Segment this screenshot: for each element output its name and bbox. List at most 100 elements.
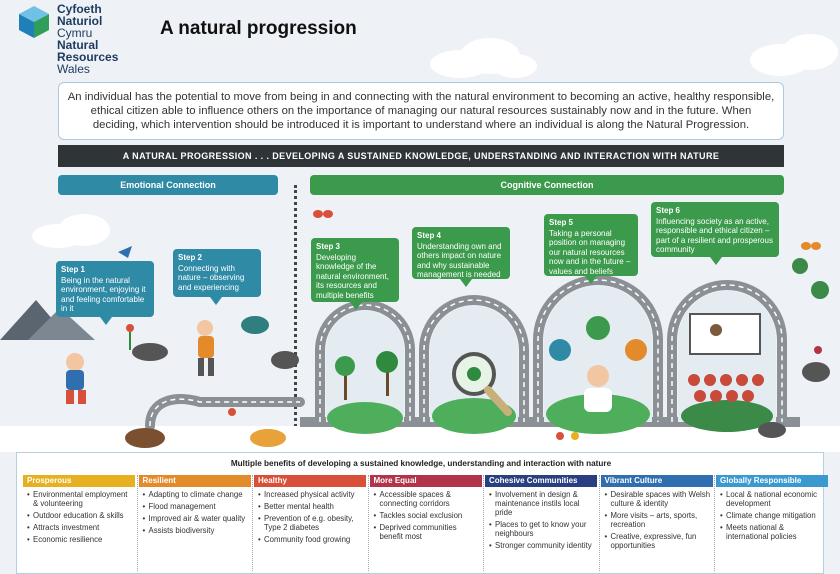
column-separator [483,475,484,571]
benefit-heading: More Equal [369,475,482,487]
benefit-heading: Prosperous [23,475,135,487]
step-3-callout: Step 3 Developing knowledge of the natur… [311,238,399,302]
benefit-item: Desirable spaces with Welsh culture & id… [605,490,711,508]
step-text: Being in the natural environment, enjoyi… [61,275,146,314]
logo [16,4,52,40]
benefits-title: Multiple benefits of developing a sustai… [230,459,612,468]
step-title: Step 6 [656,206,681,215]
progression-scene [0,210,840,452]
benefit-heading: Globally Responsible [716,475,828,487]
benefit-item: Environmental employment & volunteering [27,490,133,508]
benefit-item: Creative, expressive, fun opportunities [605,532,711,550]
phase-divider [294,185,297,450]
benefit-item: Better mental health [258,502,364,511]
benefit-item: Deprived communities benefit most [374,523,480,541]
benefit-list: Desirable spaces with Welsh culture & id… [601,487,713,550]
column-separator [252,475,253,571]
flower-icon [126,324,822,440]
benefit-column-healthy: HealthyIncreased physical activityBetter… [254,475,366,573]
child-icon [197,320,214,376]
cognitive-connection-label: Cognitive Connection [310,175,784,195]
callout-tail [585,276,597,284]
step-2-callout: Step 2 Connecting with nature – observin… [173,249,261,297]
logo-line: Wales [57,62,90,76]
step-text: Developing knowledge of the natural envi… [316,252,389,300]
benefit-list: Involvement in design & maintenance inst… [485,487,597,550]
benefit-item: Flood management [143,502,249,511]
column-separator [714,475,715,571]
benefits-panel: Multiple benefits of developing a sustai… [16,452,828,574]
benefit-column-more-equal: More EqualAccessible spaces & connecting… [369,475,482,573]
step-title: Step 2 [178,253,203,262]
step-text: Connecting with nature – observing and e… [178,263,245,292]
benefit-item: Attracts investment [27,523,133,532]
tree-icon [335,351,398,400]
benefit-heading: Healthy [254,475,366,487]
cloud-icon [430,38,537,78]
benefit-list: Increased physical activityBetter mental… [254,487,366,544]
logo-line: Naturiol [57,14,103,28]
benefit-item: Places to get to know your neighbours [489,520,595,538]
step-title: Step 4 [417,231,442,240]
step-text: Taking a personal position on managing o… [549,228,631,276]
page-title: A natural progression [160,18,357,39]
cloud-icon [32,214,110,248]
benefit-heading: Resilient [138,475,251,487]
person-icon [587,365,609,387]
butterfly-icon [313,210,821,250]
step-1-callout: Step 1 Being in the natural environment,… [56,261,154,317]
benefit-item: Involvement in design & maintenance inst… [489,490,595,517]
logo-line: Cymru [57,26,93,40]
step-title: Step 5 [549,218,574,227]
column-separator [598,475,600,571]
callout-tail [100,317,112,325]
cloud-icon [750,34,838,76]
benefit-column-cohesive-communities: Cohesive CommunitiesInvolvement in desig… [485,475,597,573]
benefit-list: Adapting to climate changeFlood manageme… [139,487,251,535]
benefit-column-prosperous: ProsperousEnvironmental employment & vol… [23,475,135,573]
child-icon [66,353,86,404]
column-separator [367,475,369,571]
step-title: Step 1 [61,265,86,274]
benefit-item: Outdoor education & skills [27,511,133,520]
emotional-connection-label: Emotional Connection [58,175,278,195]
benefit-item: Economic resilience [27,535,133,544]
step-text: Influencing society as an active, respon… [656,216,773,255]
step-6-callout: Step 6 Influencing society as an active,… [651,202,779,257]
callout-tail [710,257,722,265]
benefit-item: Improved air & water quality [143,514,249,523]
benefit-column-resilient: ResilientAdapting to climate changeFlood… [138,475,251,573]
benefit-column-globally-responsible: Globally ResponsibleLocal & national eco… [716,475,828,573]
bird-icon [118,246,132,258]
step-title: Step 3 [316,242,341,251]
benefit-list: Environmental employment & volunteeringO… [23,487,135,544]
progression-banner: A NATURAL PROGRESSION . . . DEVELOPING A… [58,145,784,167]
benefit-item: Prevention of e.g. obesity, Type 2 diabe… [258,514,364,532]
benefit-item: Meets national & international policies [720,523,826,541]
step-4-callout: Step 4 Understanding own and others impa… [412,227,510,279]
column-separator [136,475,138,571]
step-text: Understanding own and others impact on n… [417,241,502,280]
callout-tail [460,279,472,287]
benefit-item: Local & national economic development [720,490,826,508]
benefit-item: Community food growing [258,535,364,544]
benefit-list: Local & national economic developmentCli… [716,487,828,541]
logo-line: Resources [57,50,119,64]
callout-tail [210,297,222,305]
step-5-callout: Step 5 Taking a personal position on man… [544,214,638,276]
benefit-heading: Vibrant Culture [600,475,713,487]
benefit-list: Accessible spaces & connecting corridors… [370,487,482,541]
logo-cube-icon [19,6,49,38]
benefit-item: Stronger community identity [489,541,595,550]
callout-tail [350,302,362,310]
presentation-screen [689,313,761,355]
logo-line: Natural [57,38,99,52]
benefit-item: Adapting to climate change [143,490,249,499]
benefit-item: Climate change mitigation [720,511,826,520]
benefit-item: Accessible spaces & connecting corridors [374,490,480,508]
benefit-column-vibrant-culture: Vibrant CultureDesirable spaces with Wel… [600,475,713,573]
benefit-item: More visits – arts, sports, recreation [605,511,711,529]
intro-text: An individual has the potential to move … [58,82,784,140]
benefit-item: Increased physical activity [258,490,364,499]
benefit-item: Assists biodiversity [143,526,249,535]
